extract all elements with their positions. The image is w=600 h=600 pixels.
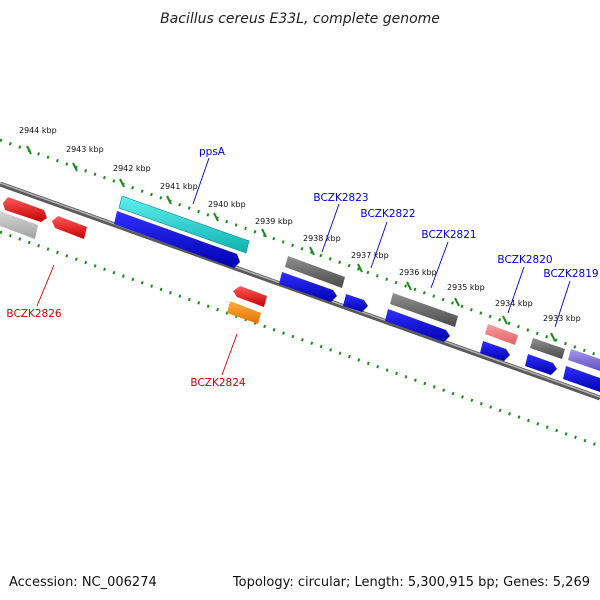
- gene-bczk2826[interactable]: [3, 197, 47, 222]
- tick-mark: [166, 195, 172, 205]
- tick-label: 2934 kbp: [495, 299, 533, 308]
- genome-summary-text: Topology: circular; Length: 5,300,915 bp…: [232, 575, 590, 590]
- tick-label: 2942 kbp: [113, 164, 151, 173]
- tick-label: 2944 kbp: [19, 126, 57, 135]
- tick-mark: [550, 332, 556, 342]
- gene-ppsA[interactable]: [118, 195, 250, 254]
- leader-ppsA: [192, 157, 210, 205]
- tick-mark: [72, 162, 78, 172]
- tick-labels: 2944 kbp 2943 kbp 2942 kbp 2941 kbp 2940…: [19, 126, 581, 323]
- major-ticks: [26, 145, 556, 342]
- map-title: Bacillus cereus E33L, complete genome: [160, 11, 440, 27]
- tick-mark: [454, 297, 460, 307]
- cds-bczk2819-upstream[interactable]: [525, 354, 557, 375]
- gene-label-bczk2822[interactable]: BCZK2822: [360, 208, 415, 220]
- cds-bczk2821[interactable]: [385, 309, 450, 342]
- tick-mark: [213, 212, 219, 222]
- leader-bczk2826: [36, 264, 55, 307]
- tick-label: 2943 kbp: [66, 145, 104, 154]
- leader-bczk2819: [554, 280, 571, 328]
- tick-label: 2941 kbp: [160, 182, 198, 191]
- leader-bczk2821: [430, 241, 449, 289]
- gene-label-bczk2824[interactable]: BCZK2824: [190, 377, 245, 389]
- gene-bczk2826-gray[interactable]: [0, 211, 38, 239]
- gene-label-bczk2821[interactable]: BCZK2821: [421, 229, 476, 241]
- tick-label: 2936 kbp: [399, 268, 437, 277]
- leader-bczk2823: [321, 203, 340, 253]
- tick-mark: [406, 281, 412, 291]
- leader-bczk2820: [507, 266, 525, 314]
- cds-bczk2823[interactable]: [279, 272, 337, 302]
- tick-label: 2935 kbp: [447, 283, 485, 292]
- gene-bczk2819-upstream[interactable]: [530, 338, 565, 359]
- gene-bczk2824[interactable]: [227, 301, 261, 324]
- tick-label: 2939 kbp: [255, 217, 293, 226]
- gene-labels: ppsA BCZK2823 BCZK2822 BCZK2821 BCZK2820…: [6, 146, 598, 389]
- leader-bczk2824: [221, 333, 238, 376]
- accession-text: Accession: NC_006274: [9, 575, 157, 590]
- gene-bczk2820[interactable]: [485, 324, 518, 345]
- tick-label: 2940 kbp: [208, 200, 246, 209]
- cds-bczk2820[interactable]: [480, 341, 510, 361]
- tick-mark: [309, 246, 315, 256]
- cds-bczk2822[interactable]: [343, 294, 368, 312]
- cds-bczk2819[interactable]: [563, 366, 600, 392]
- tick-mark: [261, 228, 267, 238]
- gene-bczk2824-red[interactable]: [233, 286, 267, 307]
- tick-mark: [119, 178, 125, 188]
- tick-mark: [26, 145, 32, 155]
- gene-bczk2819[interactable]: [568, 349, 600, 371]
- gene-label-ppsA[interactable]: ppsA: [199, 146, 226, 158]
- gene-label-bczk2826[interactable]: BCZK2826: [6, 308, 61, 320]
- gene-label-bczk2820[interactable]: BCZK2820: [497, 254, 552, 266]
- tick-mark: [502, 315, 508, 325]
- gene-bczk2821[interactable]: [390, 293, 458, 327]
- gene-bczk2825[interactable]: [52, 216, 87, 239]
- inner-tick-ring: [0, 230, 600, 448]
- gene-bczk2823[interactable]: [285, 256, 345, 288]
- tick-label: 2933 kbp: [543, 314, 581, 323]
- gene-label-bczk2819[interactable]: BCZK2819: [543, 268, 598, 280]
- cds-ppsA[interactable]: [114, 211, 240, 268]
- gene-label-bczk2823[interactable]: BCZK2823: [313, 192, 368, 204]
- tick-label: 2938 kbp: [303, 234, 341, 243]
- tick-mark: [357, 263, 363, 273]
- outer-tick-ring: [0, 138, 600, 358]
- leader-bczk2822: [370, 221, 388, 269]
- tick-label: 2937 kbp: [351, 251, 389, 260]
- leader-lines: [36, 157, 571, 376]
